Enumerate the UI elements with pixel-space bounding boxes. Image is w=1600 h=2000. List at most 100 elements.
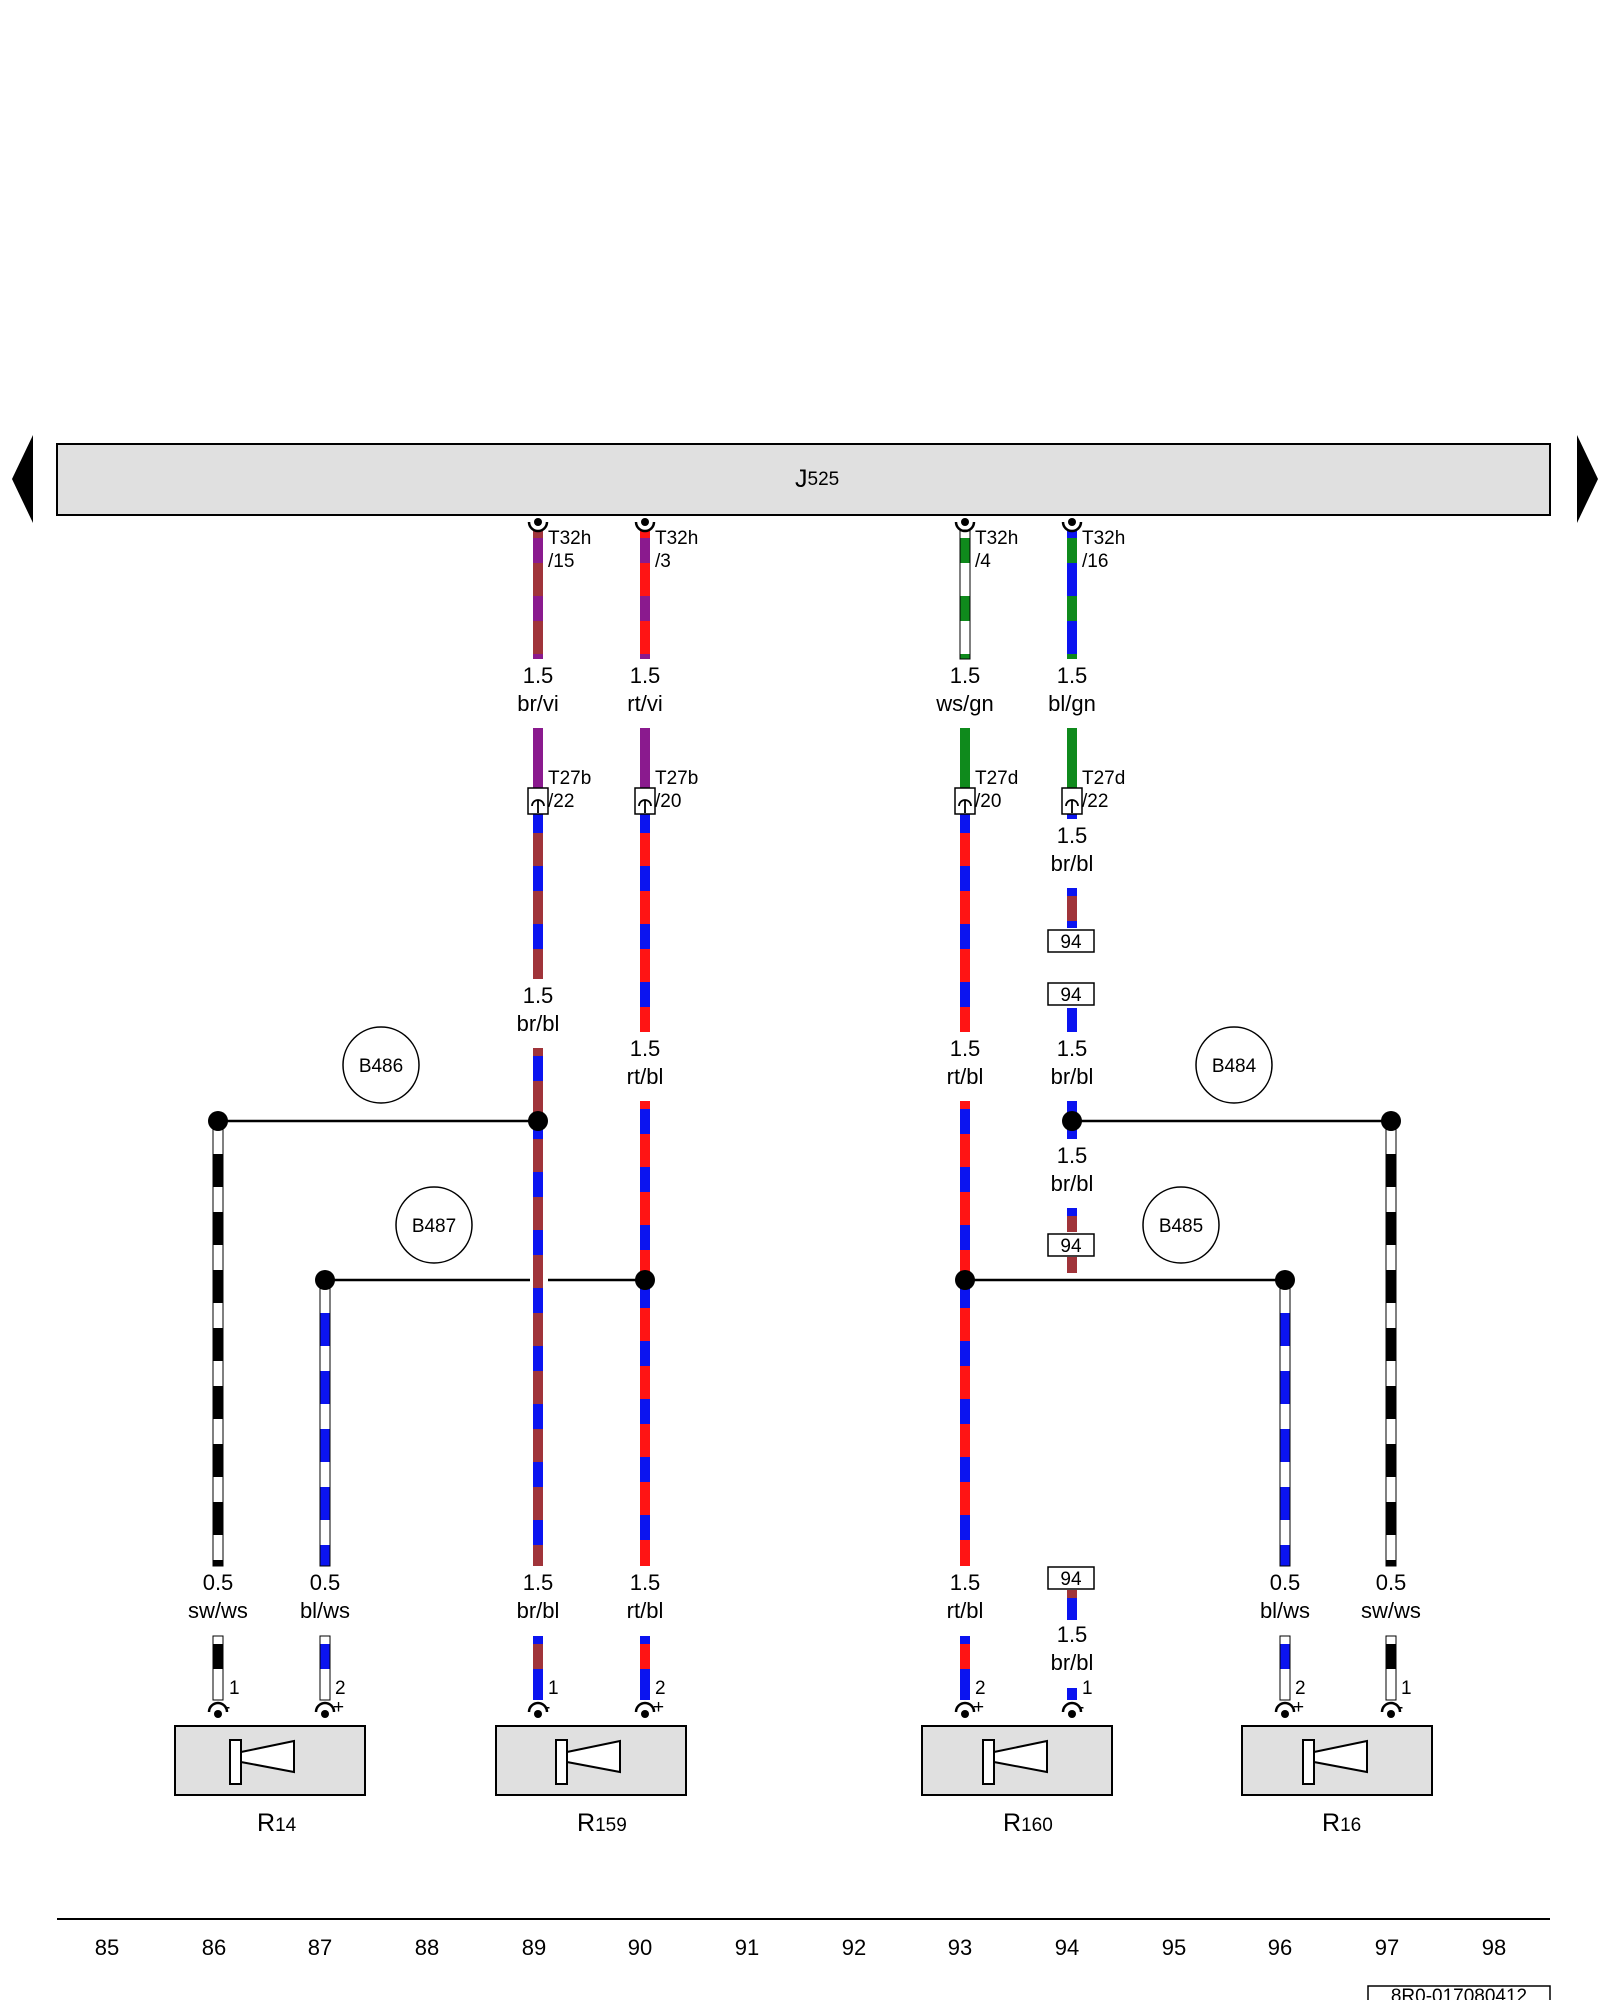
scroll-right-arrow-icon[interactable] [1577,435,1598,523]
wire-stripe [960,1399,970,1424]
splice-bubble-b486[interactable] [342,1026,420,1104]
terminal-icon[interactable] [314,1701,336,1713]
terminal-pin-icon [961,1710,969,1718]
terminal-icon[interactable] [634,521,656,533]
ref-box[interactable] [1047,1566,1095,1590]
wire-stripe [533,1462,543,1487]
wire-stripe [640,538,650,563]
splice-dot[interactable] [1062,1111,1082,1131]
terminal-icon[interactable] [207,1701,229,1713]
pin-number: 2 [975,1678,986,1699]
wire-stripe [960,1225,970,1250]
wire-stripe [1280,1462,1290,1487]
pin-number: 2 [335,1678,346,1699]
wire-segment[interactable] [960,800,970,1032]
scroll-left-arrow-icon[interactable] [12,435,33,523]
terminal-icon[interactable] [527,1701,549,1713]
terminal-icon[interactable] [634,1701,656,1713]
speaker-label: R14 [257,1809,297,1837]
splice-dot[interactable] [528,1111,548,1131]
wire-outline [319,1635,331,1701]
terminal-icon[interactable] [954,1701,976,1713]
wire-stripe [533,596,543,621]
terminal-icon[interactable] [527,521,549,533]
ref-box[interactable] [1047,1233,1095,1257]
wire-size: 1.5 [523,663,554,688]
terminal-pin-icon [641,1710,649,1718]
terminal-icon[interactable] [1061,1701,1083,1713]
terminal-icon[interactable] [1274,1701,1296,1713]
splice-bubble-b487[interactable] [395,1186,473,1264]
speaker-r16[interactable] [1241,1725,1433,1796]
wire-size: 1.5 [630,1570,661,1595]
connector-pin-icon [1065,799,1079,813]
wire-stripe [1280,1288,1290,1313]
wire-segment[interactable] [960,530,970,659]
speaker-r14[interactable] [174,1725,366,1796]
wire-color: br/bl [1051,1064,1094,1089]
wire-stripe [533,736,543,761]
ref-box[interactable] [1047,982,1095,1006]
splice-dot[interactable] [1381,1111,1401,1131]
speaker-icon [229,1739,242,1785]
terminal-pin-icon [534,518,542,526]
wire-segment[interactable] [640,1101,650,1566]
speaker-cone-icon [566,1739,621,1774]
wire-layer [212,529,1397,1701]
wire-segment[interactable] [533,530,543,659]
wire-segment[interactable] [960,1101,970,1566]
wire-stripe [640,1225,650,1250]
terminal-pin-icon [641,518,649,526]
wire-segment[interactable] [640,530,650,659]
splice-dot[interactable] [955,1270,975,1290]
grid-number: 94 [1055,1935,1079,1960]
wire-segment[interactable] [1067,530,1077,659]
wire-size: 1.5 [523,983,554,1008]
grid-number: 93 [948,1935,972,1960]
wire-size: 1.5 [950,1036,981,1061]
splice-dot[interactable] [315,1270,335,1290]
wire-segment[interactable] [640,800,650,1032]
wire-stripe [1280,1644,1290,1669]
speaker-r159[interactable] [495,1725,687,1796]
wire-stripe [960,1283,970,1308]
wire-color: bl/ws [300,1598,350,1623]
terminal-pin-icon [214,1710,222,1718]
wire-segment[interactable] [1386,1121,1396,1566]
splice-label: B487 [412,1216,456,1237]
terminal-icon[interactable] [954,521,976,533]
wire-segment[interactable] [213,1121,223,1566]
wire-stripe [1386,1535,1396,1560]
control-unit-j525[interactable] [56,443,1551,516]
wire-color: br/bl [1051,1650,1094,1675]
speaker-r160[interactable] [921,1725,1113,1796]
wire-stripe [533,1230,543,1255]
terminal-icon[interactable] [1061,521,1083,533]
wire-stripe [960,1341,970,1366]
terminal-icon[interactable] [1380,1701,1402,1713]
wire-stripe [1386,1419,1396,1444]
wire-stripe [960,538,970,563]
grid-number: 88 [415,1935,439,1960]
connector-t27b-20-pin: /20 [655,791,681,812]
wire-stripe [533,1404,543,1429]
wire-size: 0.5 [203,1570,234,1595]
wire-stripe [1386,1303,1396,1328]
doc-id: 8R0-017080412 [1391,1986,1527,2000]
speaker-cone-icon [993,1739,1048,1774]
splice-bubble-b485[interactable] [1142,1186,1220,1264]
ref-box[interactable] [1047,929,1095,953]
splice-dot[interactable] [635,1270,655,1290]
splice-dot[interactable] [1275,1270,1295,1290]
wire-stripe [960,1109,970,1134]
connector-t32h-15-pin: /15 [548,551,574,572]
wire-stripe [533,1520,543,1545]
splice-bubble-b484[interactable] [1195,1026,1273,1104]
wire-stripe [1067,1216,1077,1232]
wire-size: 1.5 [523,1570,554,1595]
wire-stripe [640,1515,650,1540]
grid-number: 92 [842,1935,866,1960]
splice-dot[interactable] [208,1111,228,1131]
wire-stripe [213,1644,223,1669]
wire-segment[interactable] [1067,1688,1077,1700]
